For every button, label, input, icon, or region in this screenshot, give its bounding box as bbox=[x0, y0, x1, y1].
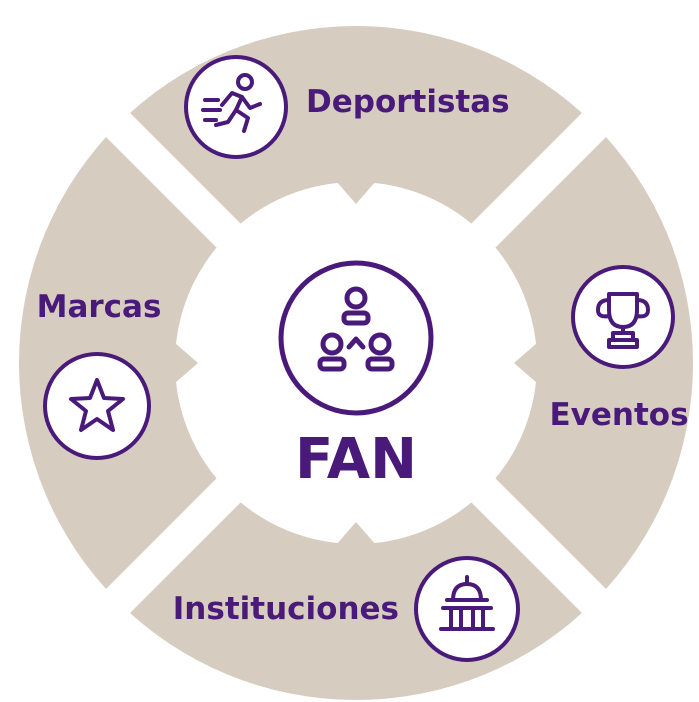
notch-right bbox=[514, 343, 537, 383]
notch-left bbox=[175, 343, 198, 383]
trophy-icon bbox=[596, 292, 650, 349]
deportistas-label: Deportistas bbox=[306, 84, 510, 120]
center-node: FAN bbox=[278, 260, 434, 492]
runner-icon bbox=[201, 73, 262, 133]
marcas-icon-circle bbox=[43, 352, 151, 460]
segment-eventos: Eventos bbox=[549, 265, 689, 433]
star-icon bbox=[69, 378, 125, 432]
segment-marcas: Marcas bbox=[37, 289, 162, 460]
instituciones-label: Instituciones bbox=[173, 591, 399, 627]
institution-building-icon bbox=[439, 575, 495, 631]
notch-top bbox=[336, 181, 376, 204]
fan-network-icon bbox=[317, 286, 395, 372]
segment-deportistas: Deportistas bbox=[184, 55, 510, 159]
eventos-label: Eventos bbox=[549, 397, 688, 433]
separator-bottom-right bbox=[343, 350, 625, 632]
center-label: FAN bbox=[295, 427, 417, 492]
segment-instituciones: Instituciones bbox=[173, 556, 520, 662]
eventos-icon-circle bbox=[571, 265, 675, 369]
notch-bottom bbox=[336, 522, 376, 545]
marcas-label: Marcas bbox=[37, 289, 162, 325]
separator-bottom-left bbox=[87, 350, 369, 632]
